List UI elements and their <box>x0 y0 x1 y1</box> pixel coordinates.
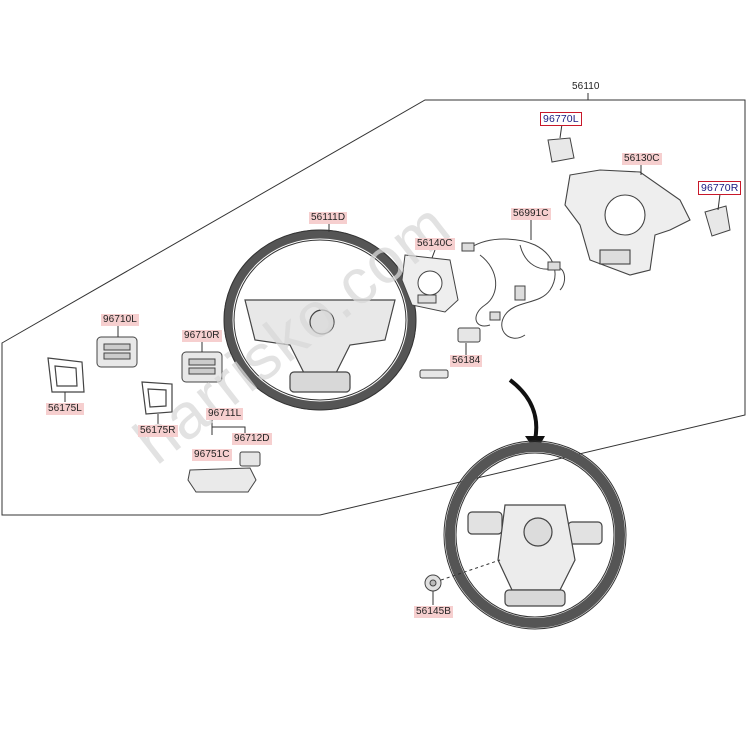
assembled-steering-wheel <box>443 440 627 630</box>
leader-96711l <box>211 420 246 435</box>
label-56140c: 56140C <box>415 238 455 250</box>
bolt-leader-dashed <box>440 559 501 581</box>
leader-56140c <box>431 249 436 259</box>
switch-96710r <box>181 351 223 383</box>
label-56991c: 56991C <box>511 208 551 220</box>
label-96711l: 96711L <box>206 408 244 420</box>
paddle-96770l <box>547 137 575 163</box>
frame-56175l <box>47 357 85 393</box>
label-96710l: 96710L <box>101 314 139 326</box>
leader-96770r <box>717 193 721 211</box>
label-56111d: 56111D <box>309 212 348 224</box>
connector-56184 <box>419 327 481 379</box>
label-56175l: 56175L <box>46 403 84 415</box>
leader-96770l <box>559 123 563 139</box>
label-96712d: 96712D <box>232 433 272 445</box>
label-56145b: 56145B <box>414 606 454 618</box>
switch-96710l <box>96 336 138 368</box>
label-96751c: 96751C <box>192 449 232 461</box>
label-56110: 56110 <box>572 81 600 92</box>
label-96770l: 96770L <box>540 112 582 126</box>
steering-wheel-56111d <box>223 229 417 411</box>
paddle-96770r <box>704 205 731 237</box>
trim-96751c <box>187 467 257 493</box>
switch-96712d <box>239 451 261 467</box>
cover-56130c <box>564 169 691 276</box>
label-96770r: 96770R <box>698 181 742 195</box>
label-56184: 56184 <box>450 355 483 367</box>
assembly-frame <box>1 99 746 516</box>
bracket-56140c <box>401 254 459 313</box>
bolt-56145b <box>424 574 442 592</box>
label-56175r: 56175R <box>138 425 178 437</box>
assembly-arrow <box>508 378 539 441</box>
frame-56175r <box>141 381 173 415</box>
label-56130c: 56130C <box>622 153 662 165</box>
label-96710r: 96710R <box>182 330 222 342</box>
wiring-56991c <box>461 238 566 339</box>
